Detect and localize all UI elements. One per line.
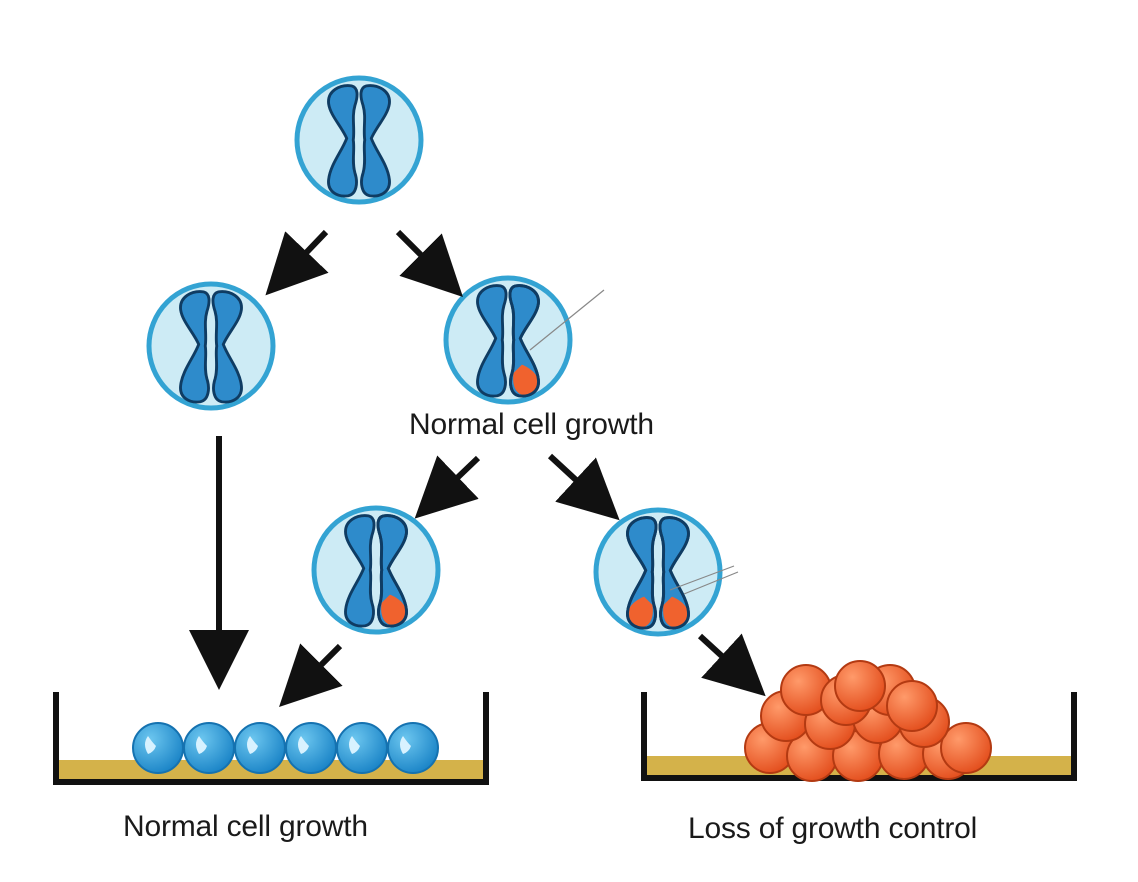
cell-membrane bbox=[443, 275, 573, 405]
mutation-patch bbox=[627, 596, 653, 628]
nucleus-highlight bbox=[349, 736, 360, 754]
normal-dish bbox=[53, 692, 489, 785]
arrow bbox=[697, 633, 766, 697]
mutation-patch bbox=[381, 594, 407, 626]
cell-daughter-mutated bbox=[443, 275, 573, 405]
dishes-layer bbox=[53, 660, 1077, 785]
nucleus-highlight bbox=[196, 736, 207, 754]
chromatid-left bbox=[476, 284, 508, 398]
cell-parent bbox=[294, 75, 424, 205]
chromatid-right bbox=[211, 290, 243, 404]
tumor-cell bbox=[834, 660, 886, 712]
nucleus-highlight bbox=[145, 736, 156, 754]
cell-membrane bbox=[311, 505, 441, 635]
mutation-pointer-line bbox=[683, 571, 739, 595]
arrow bbox=[547, 453, 620, 521]
chromatid-left bbox=[344, 514, 376, 628]
chromosome bbox=[344, 514, 408, 628]
normal-cell bbox=[387, 722, 439, 774]
normal-growth-label: Normal cell growth bbox=[123, 810, 368, 843]
cell-membrane bbox=[146, 281, 276, 411]
nucleus-highlight bbox=[400, 736, 411, 754]
arrows-layer bbox=[189, 229, 766, 707]
tumor-cell bbox=[886, 680, 938, 732]
tumor-cell bbox=[940, 722, 992, 774]
mutation-patch bbox=[513, 364, 539, 396]
nucleus-highlight bbox=[298, 736, 309, 754]
chromosome bbox=[327, 84, 391, 198]
tumor-dish bbox=[641, 660, 1077, 782]
normal-cell bbox=[183, 722, 235, 774]
mutation-pointer-line bbox=[529, 289, 605, 351]
mutation-step-label: Normal cell growth bbox=[409, 408, 654, 441]
arrow bbox=[265, 229, 329, 296]
petri-dish bbox=[53, 692, 489, 785]
normal-cell bbox=[336, 722, 388, 774]
chromosome bbox=[476, 284, 540, 398]
normal-cell bbox=[285, 722, 337, 774]
chromatid-left bbox=[179, 290, 211, 404]
arrow bbox=[279, 643, 343, 707]
mutation-patch bbox=[663, 596, 689, 628]
arrow bbox=[395, 229, 463, 297]
mutation-pointer-line bbox=[669, 565, 735, 591]
cell-membrane bbox=[294, 75, 424, 205]
cell-grandchild-two-mutations bbox=[593, 507, 723, 637]
cells-layer bbox=[146, 75, 739, 637]
chromosome bbox=[179, 290, 243, 404]
normal-cell bbox=[234, 722, 286, 774]
cell-daughter-normal bbox=[146, 281, 276, 411]
chromosome bbox=[626, 516, 690, 630]
cell-grandchild-one-mutation bbox=[311, 505, 441, 635]
nucleus-highlight bbox=[247, 736, 258, 754]
loss-of-growth-control-label: Loss of growth control bbox=[688, 812, 978, 845]
cell-membrane bbox=[593, 507, 723, 637]
normal-cell bbox=[132, 722, 184, 774]
chromatid-right bbox=[359, 84, 391, 198]
arrow bbox=[414, 455, 481, 519]
chromatid-left bbox=[327, 84, 359, 198]
